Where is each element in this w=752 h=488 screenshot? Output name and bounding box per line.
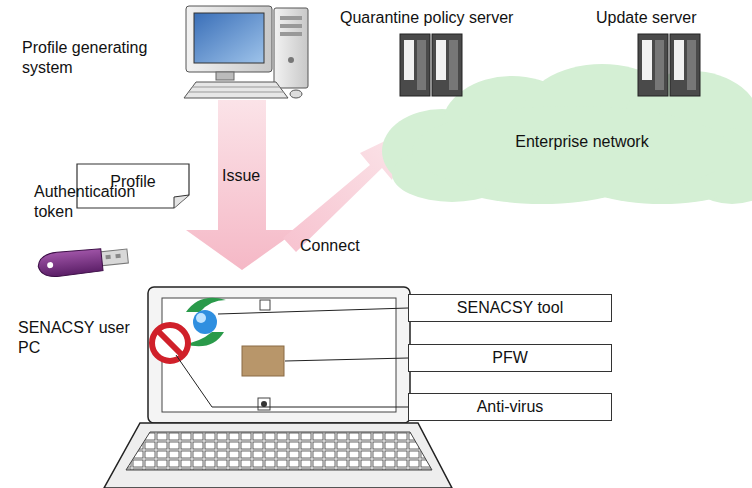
laptop: [104, 287, 452, 488]
token-label: Authentication token: [34, 182, 164, 222]
firewall-icon: [242, 346, 284, 376]
leader-lines: [176, 308, 408, 407]
system-label: Profile generating system: [22, 38, 184, 78]
node-text: SENACSY tool: [457, 298, 563, 317]
node-text: PFW: [492, 348, 528, 367]
node-outline: [372, 56, 752, 206]
server-icon: [400, 34, 462, 96]
node-text: Enterprise network: [515, 132, 648, 151]
server-icon: [638, 34, 700, 96]
no-entry-icon: [152, 325, 188, 361]
desktop-pc: [184, 6, 308, 98]
component-box: Anti-virus: [408, 393, 612, 421]
component-box: SENACSY tool: [408, 294, 612, 322]
arrow-label: Connect: [300, 236, 380, 256]
pc-label: SENACSY user PC: [18, 318, 146, 358]
server-label: Update server: [596, 8, 736, 28]
component-box: PFW: [408, 344, 612, 372]
node-text: Anti-virus: [477, 397, 544, 416]
arrow-label: Issue: [222, 166, 282, 186]
usb-token: [37, 245, 129, 278]
network-cloud: Enterprise network: [372, 56, 752, 206]
server-label: Quarantine policy server: [340, 8, 540, 28]
issue-arrow: [186, 100, 298, 270]
